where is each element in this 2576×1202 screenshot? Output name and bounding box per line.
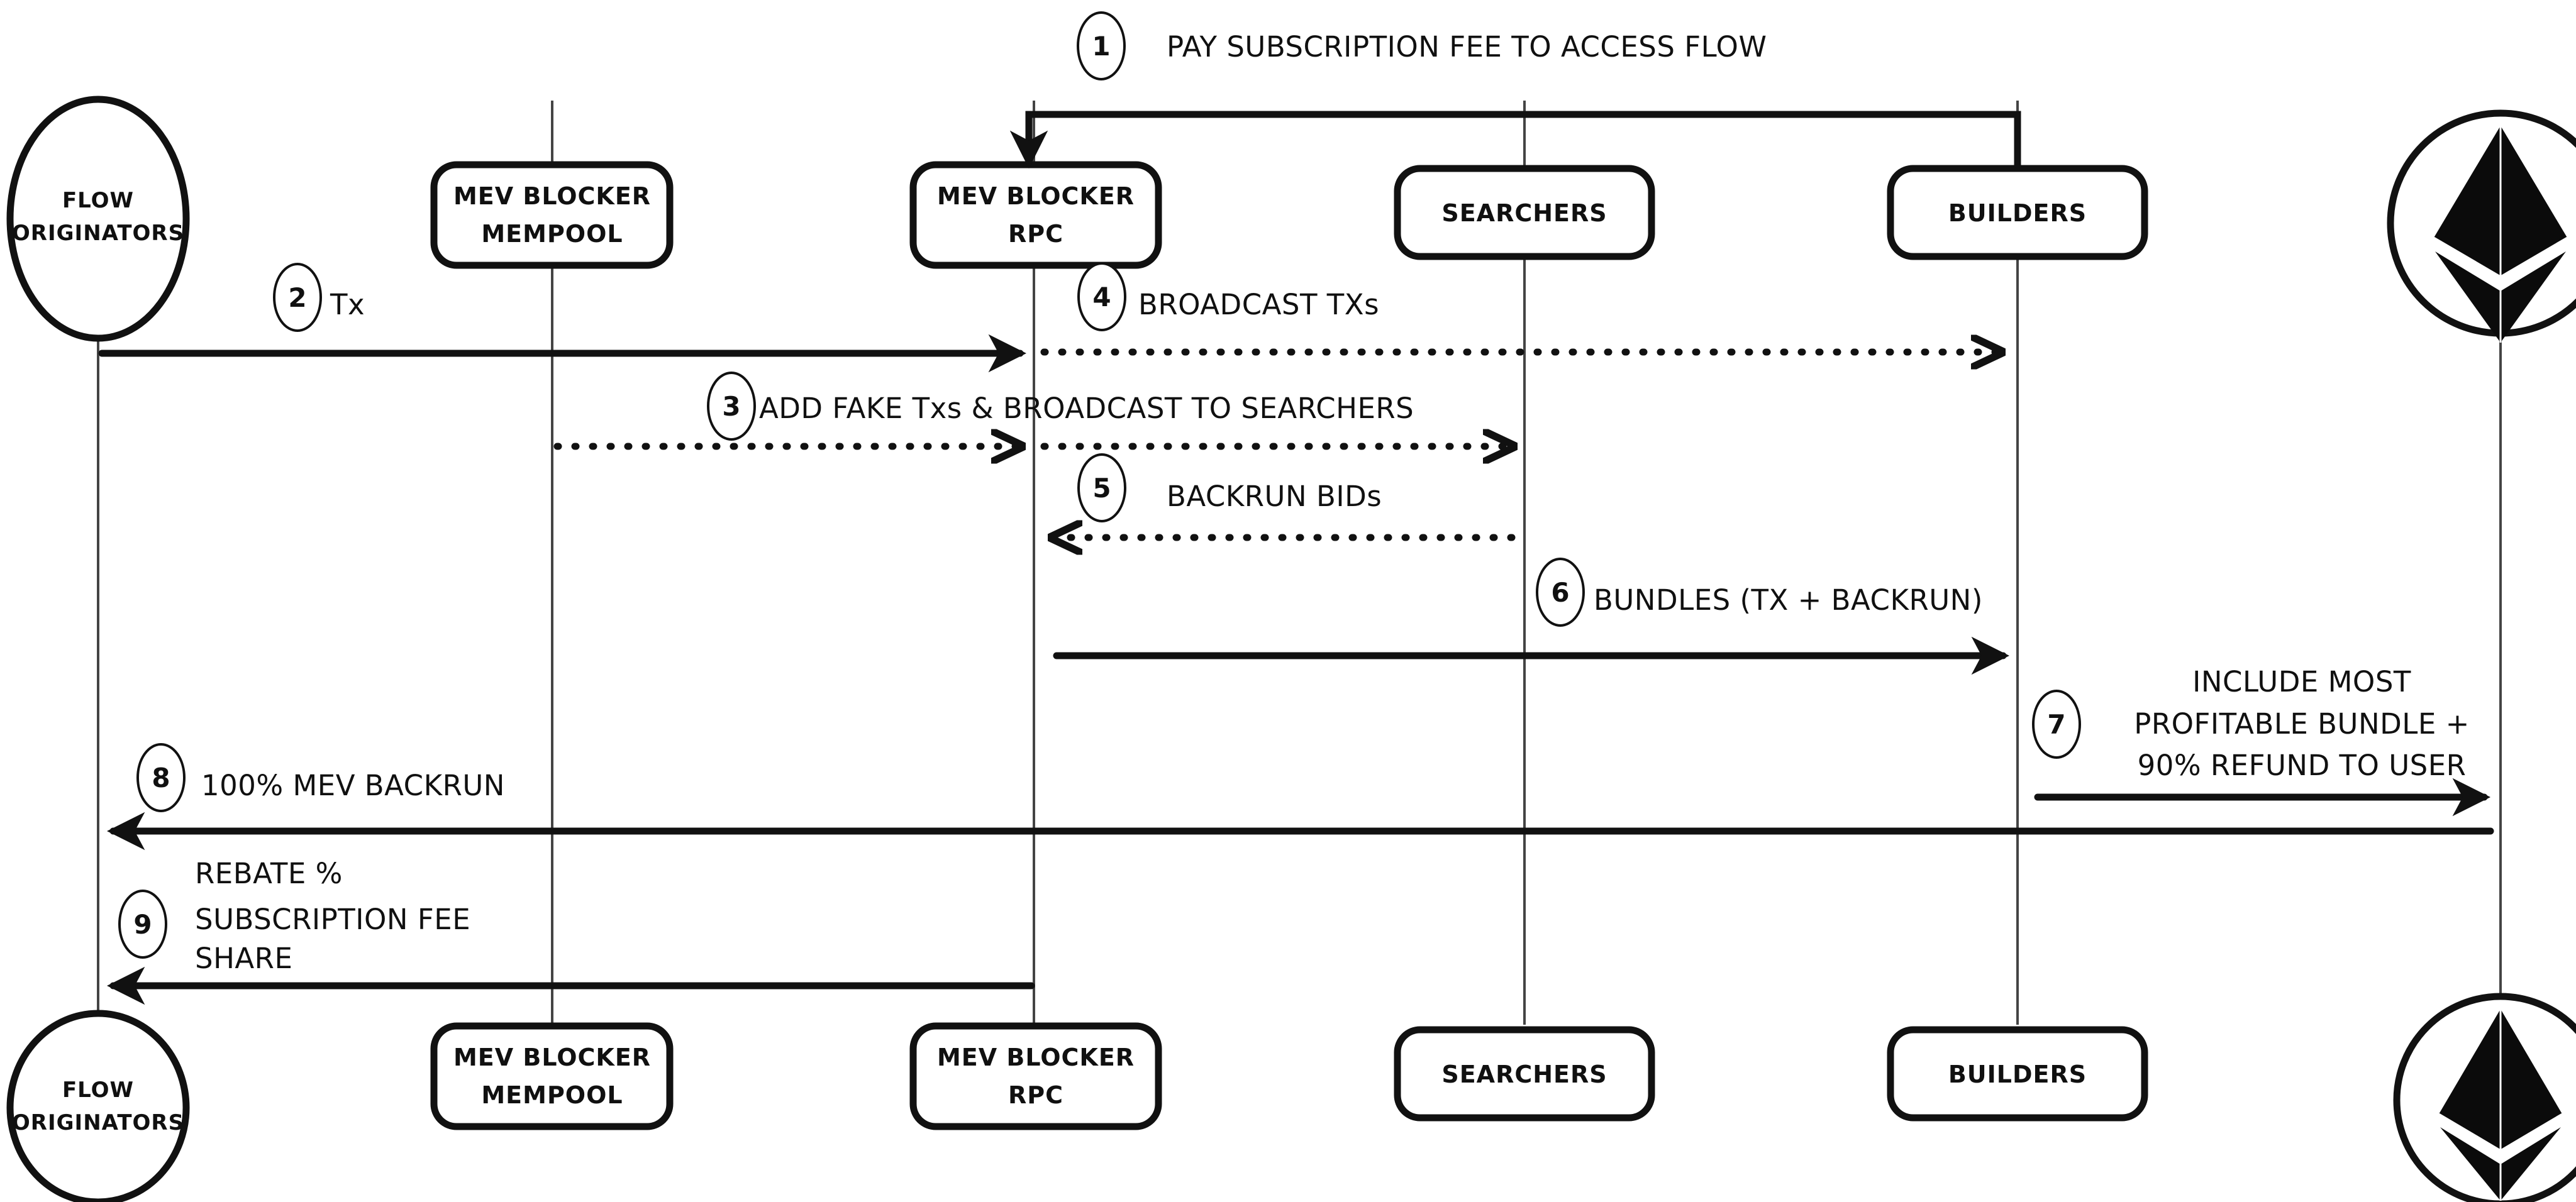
mev-blocker-mempool-label-line2: MEMPOOL bbox=[481, 220, 623, 248]
message-9-label-line2: SUBSCRIPTION FEE bbox=[195, 903, 470, 936]
message-6-number: 6 bbox=[1551, 577, 1569, 608]
builders-label-bottom: BUILDERS bbox=[1948, 1061, 2087, 1088]
message-4-number-badge bbox=[1077, 262, 1126, 331]
lifeline-head-flow-originators[interactable]: FLOW ORIGINATORS bbox=[6, 96, 190, 342]
lifeline-head-mev-blocker-rpc[interactable]: MEV BLOCKER RPC bbox=[909, 161, 1162, 269]
flow-originators-ellipse-bottom[interactable] bbox=[6, 1010, 190, 1202]
flow-originators-ellipse[interactable] bbox=[6, 96, 190, 342]
mev-blocker-mempool-label-bottom-line1: MEV BLOCKER bbox=[453, 1044, 651, 1071]
lifeline-foot-ethereum[interactable] bbox=[2393, 993, 2576, 1202]
builders-label: BUILDERS bbox=[1948, 199, 2087, 227]
mev-blocker-rpc-box[interactable] bbox=[909, 161, 1162, 269]
message-9-label-line1: REBATE % bbox=[195, 857, 343, 890]
message-3-number: 3 bbox=[722, 391, 740, 422]
message-5-label: BACKRUN BIDs bbox=[1167, 480, 1382, 513]
message-4-number: 4 bbox=[1092, 282, 1111, 312]
ethereum-logo-icon bbox=[2433, 126, 2568, 343]
message-7-label-line1: INCLUDE MOST bbox=[2192, 665, 2411, 698]
message-7-label-line3: 90% REFUND TO USER bbox=[2138, 749, 2467, 782]
flow-originators-label-bottom-line2: ORIGINATORS bbox=[12, 1110, 184, 1135]
message-2[interactable]: 2 Tx bbox=[98, 263, 1027, 373]
mev-blocker-rpc-label-line1: MEV BLOCKER bbox=[937, 182, 1135, 210]
mev-blocker-mempool-box-bottom[interactable] bbox=[430, 1022, 674, 1130]
message-5-number-badge bbox=[1077, 453, 1126, 522]
lifeline-head-ethereum-top[interactable] bbox=[2387, 109, 2576, 343]
message-1[interactable]: 1 PAY SUBSCRIPTION FEE TO ACCESS FLOW bbox=[1009, 11, 2021, 169]
message-6-number-badge bbox=[1536, 558, 1585, 627]
lifeline-foot-flow-originators[interactable]: FLOW ORIGINATORS bbox=[6, 1010, 190, 1202]
message-9-label-line3: SHARE bbox=[195, 942, 292, 975]
mev-blocker-rpc-label-bottom-line1: MEV BLOCKER bbox=[937, 1044, 1135, 1071]
message-3-number-badge bbox=[707, 372, 756, 441]
message-9-number-badge bbox=[118, 890, 167, 959]
searchers-box[interactable] bbox=[1394, 165, 1655, 260]
ethereum-logo-icon-bottom bbox=[2438, 1009, 2563, 1201]
message-9-number: 9 bbox=[133, 909, 152, 940]
message-2-label: Tx bbox=[330, 288, 365, 321]
lifeline-head-builders[interactable]: BUILDERS bbox=[1887, 165, 2148, 260]
mev-blocker-rpc-label-bottom-line2: RPC bbox=[1008, 1081, 1063, 1109]
mev-blocker-rpc-box-bottom[interactable] bbox=[909, 1022, 1162, 1130]
message-6-label: BUNDLES (TX + BACKRUN) bbox=[1594, 583, 1983, 617]
flow-originators-label-line1: FLOW bbox=[62, 188, 134, 213]
mev-blocker-mempool-label-bottom-line2: MEMPOOL bbox=[481, 1081, 623, 1109]
message-1-arrow bbox=[1009, 111, 2021, 169]
lifeline-foot-searchers[interactable]: SEARCHERS bbox=[1394, 1026, 1655, 1122]
lifeline-head-mev-blocker-mempool[interactable]: MEV BLOCKER MEMPOOL bbox=[430, 161, 674, 269]
message-6[interactable]: 6 BUNDLES (TX + BACKRUN) bbox=[1053, 558, 2010, 675]
searchers-label-bottom: SEARCHERS bbox=[1441, 1061, 1607, 1088]
message-8[interactable]: 8 100% MEV BACKRUN bbox=[106, 743, 2494, 851]
builders-box-bottom[interactable] bbox=[1887, 1026, 2148, 1122]
flow-originators-label-line2: ORIGINATORS bbox=[12, 221, 184, 246]
message-4[interactable]: 4 BROADCAST TXs bbox=[1040, 262, 2000, 352]
message-2-number: 2 bbox=[288, 282, 306, 313]
message-4-label: BROADCAST TXs bbox=[1138, 288, 1379, 321]
message-7-label-line2: PROFITABLE BUNDLE + bbox=[2134, 707, 2470, 741]
searchers-label: SEARCHERS bbox=[1441, 199, 1607, 227]
mev-blocker-mempool-label-line1: MEV BLOCKER bbox=[453, 182, 651, 210]
lifeline-foot-mev-blocker-rpc[interactable]: MEV BLOCKER RPC bbox=[909, 1022, 1162, 1130]
flow-originators-label-bottom-line1: FLOW bbox=[62, 1078, 134, 1103]
message-8-number-badge bbox=[136, 743, 186, 812]
message-2-number-badge bbox=[273, 263, 322, 332]
searchers-box-bottom[interactable] bbox=[1394, 1026, 1655, 1122]
lifeline-head-searchers[interactable]: SEARCHERS bbox=[1394, 165, 1655, 260]
message-1-number: 1 bbox=[1092, 31, 1110, 62]
lifeline-foot-builders[interactable]: BUILDERS bbox=[1887, 1026, 2148, 1122]
mev-blocker-mempool-box[interactable] bbox=[430, 161, 674, 269]
message-5-number: 5 bbox=[1092, 473, 1111, 504]
message-8-label: 100% MEV BACKRUN bbox=[201, 769, 505, 802]
message-5[interactable]: 5 BACKRUN BIDs bbox=[1053, 453, 1516, 538]
message-3-label: ADD FAKE Txs & BROADCAST TO SEARCHERS bbox=[759, 392, 1414, 425]
message-7-number-badge bbox=[2032, 690, 2081, 759]
message-1-label: PAY SUBSCRIPTION FEE TO ACCESS FLOW bbox=[1167, 30, 1767, 63]
mev-blocker-rpc-label-line2: RPC bbox=[1008, 220, 1063, 248]
message-7[interactable]: 7 INCLUDE MOST PROFITABLE BUNDLE + 90% R… bbox=[2032, 665, 2491, 817]
message-3[interactable]: 3 ADD FAKE Txs & BROADCAST TO SEARCHERS bbox=[553, 372, 1512, 446]
message-8-number: 8 bbox=[152, 763, 170, 793]
builders-box[interactable] bbox=[1887, 165, 2148, 260]
message-1-number-badge bbox=[1077, 11, 1126, 80]
lifeline-foot-mev-blocker-mempool[interactable]: MEV BLOCKER MEMPOOL bbox=[430, 1022, 674, 1130]
message-7-number: 7 bbox=[2047, 709, 2065, 740]
message-9[interactable]: 9 REBATE % SUBSCRIPTION FEE SHARE bbox=[106, 857, 1035, 1005]
